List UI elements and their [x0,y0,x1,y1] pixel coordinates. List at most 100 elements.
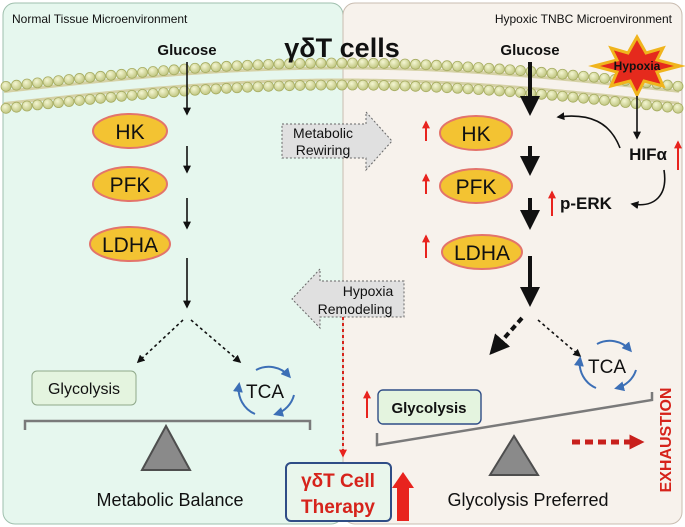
lipid-head [578,70,589,82]
lipid-head [126,89,138,101]
lipid-head [420,59,432,71]
lipid-head [294,80,306,91]
diagram-title: γδT cells [284,33,399,63]
lipid-head [588,93,600,105]
lipid-head [630,98,642,110]
svg-text:TCA: TCA [246,382,284,403]
lipid-head [74,95,85,106]
lipid-head [189,62,201,74]
lipid-head [536,88,547,100]
lipid-head [147,88,159,99]
lipid-head [494,85,505,97]
lipid-head [399,58,411,70]
left-glucose-label: Glucose [157,42,216,59]
metabolic-rewiring-arrow: Metabolic Rewiring [281,110,393,172]
lipid-head [326,79,337,91]
lipid-head [221,60,232,72]
svg-text:Rewiring: Rewiring [296,142,350,158]
lipid-head [158,87,169,99]
lipid-head [431,59,442,71]
lipid-head [53,97,64,109]
lipid-head [431,81,442,93]
left-footer: Metabolic Balance [96,490,243,510]
lipid-head [410,80,421,92]
lipid-head [389,58,400,70]
lipid-head [221,82,232,94]
left-glycolysis-box [31,370,137,406]
lipid-head [305,79,316,91]
lipid-head [368,57,379,69]
lipid-head [231,60,243,72]
lipid-head [158,65,169,77]
lipid-head [179,63,190,75]
hypoxia-starburst-icon: Hypoxia [588,33,685,99]
lipid-head [294,58,306,69]
svg-text:Metabolic: Metabolic [293,125,353,141]
lipid-head [42,98,54,110]
lipid-head [0,102,12,114]
right-enzyme-pfk: PFK [439,168,513,204]
hypoxia-remodeling-arrow: Hypoxia Remodeling [291,267,405,330]
lipid-head [189,84,201,96]
lipid-head [53,75,64,87]
svg-text:PFK: PFK [456,176,497,199]
right-tca-cycle: TCA [573,339,637,392]
upregulation-arrows [363,120,682,418]
lipid-head [599,72,610,84]
lipid-head [95,70,106,82]
lipid-head [651,100,663,112]
lipid-head [84,93,96,105]
lipid-head [105,69,117,81]
lipid-head [105,91,117,103]
right-enzyme-ldha: LDHA [441,234,523,270]
lipid-head [357,79,369,91]
lipid-head [399,80,411,92]
lipid-head [21,78,33,90]
lipid-head [483,84,495,96]
lipid-head [378,58,390,69]
exhaustion-label: EXHAUSTION [658,388,675,493]
svg-text:PFK: PFK [110,174,151,197]
right-enzyme-hk: HK [439,115,513,151]
lipid-head [63,96,75,107]
lipid-head [116,68,127,80]
lipid-head [200,84,211,95]
lipid-head [462,61,474,73]
svg-text:Hypoxia: Hypoxia [343,283,394,299]
lipid-head [515,65,526,76]
lipid-head [32,99,43,111]
lipid-head [315,79,327,91]
lipid-head [263,80,274,92]
svg-text:Therapy: Therapy [301,497,375,518]
lipid-head [494,63,505,75]
lipid-head [672,102,684,114]
lipid-head [473,84,484,95]
lipid-head [546,89,558,101]
lipid-head [42,76,54,88]
lipid-head [84,71,96,83]
lipid-head [137,67,148,78]
lipid-head [357,57,369,69]
lipid-head [473,62,484,73]
lipid-head [420,81,432,93]
lipid-head [126,67,138,79]
lipid-head [483,62,495,74]
lipid-head [452,82,463,94]
lipid-head [368,79,379,91]
lipid-head [231,82,243,94]
lipid-head [515,87,526,98]
lipid-head [315,57,327,69]
lipid-head [0,80,12,92]
left-tca-cycle: TCA [232,365,295,417]
lipid-head [305,57,316,69]
lipid-head [452,60,463,72]
lipid-head [32,77,43,89]
svg-text:HK: HK [115,121,144,144]
lipid-head [441,82,453,94]
lipid-head [546,67,558,79]
lipid-head [252,81,264,93]
left-enzyme-pfk: PFK [92,166,168,202]
right-pathway [489,62,540,355]
svg-text:Remodeling: Remodeling [318,301,393,317]
lipid-head [137,89,148,100]
